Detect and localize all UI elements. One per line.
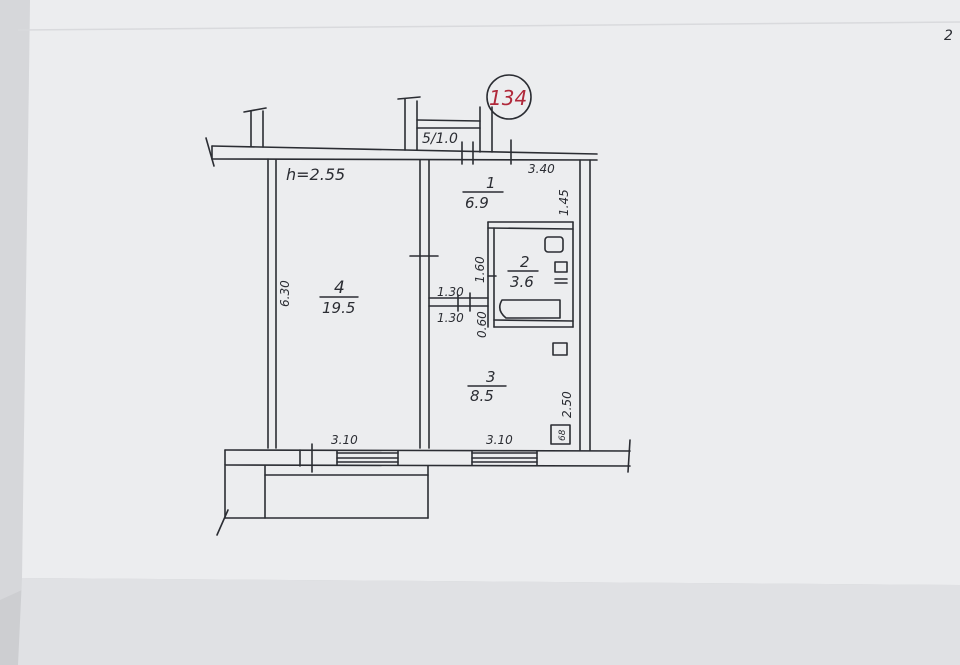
stamp-number: 134: [489, 86, 527, 110]
lower-sheet: [18, 578, 960, 665]
dim-passage: 0.60: [475, 311, 489, 338]
stove-label: 68: [558, 429, 568, 441]
dim-kitchen-depth: 2.50: [560, 391, 574, 418]
page-corner-mark: 2: [944, 28, 953, 44]
room-2-number: 2: [520, 253, 530, 271]
floor-plan: [205, 96, 631, 536]
balcony-area-label: 5/1.0: [422, 131, 458, 147]
dim-bath-height: 1.60: [473, 256, 487, 283]
room-3-area: 8.5: [470, 387, 494, 405]
dim-hall-width: 3.40: [528, 162, 555, 176]
room-4-number: 4: [334, 278, 345, 298]
dim-kitchen-width: 3.10: [486, 433, 513, 447]
room-4-area: 19.5: [322, 299, 355, 317]
room-1-area: 6.9: [465, 194, 489, 212]
left-sheet-edge: [0, 0, 30, 600]
room-1-number: 1: [486, 174, 496, 192]
sheet-fold: [17, 21, 960, 31]
dim-bath-width-bottom: 1.30: [437, 311, 464, 325]
dim-bath-width-top: 1.30: [437, 285, 464, 299]
room-2-area: 3.6: [510, 273, 534, 291]
dim-room4-width: 3.10: [331, 433, 358, 447]
room-3-number: 3: [486, 368, 496, 386]
ceiling-height-label: h=2.55: [286, 165, 345, 184]
dim-hall-depth: 1.45: [557, 189, 571, 216]
inventory-stamp: 134: [486, 74, 532, 120]
dim-room4-depth: 6.30: [278, 280, 292, 307]
